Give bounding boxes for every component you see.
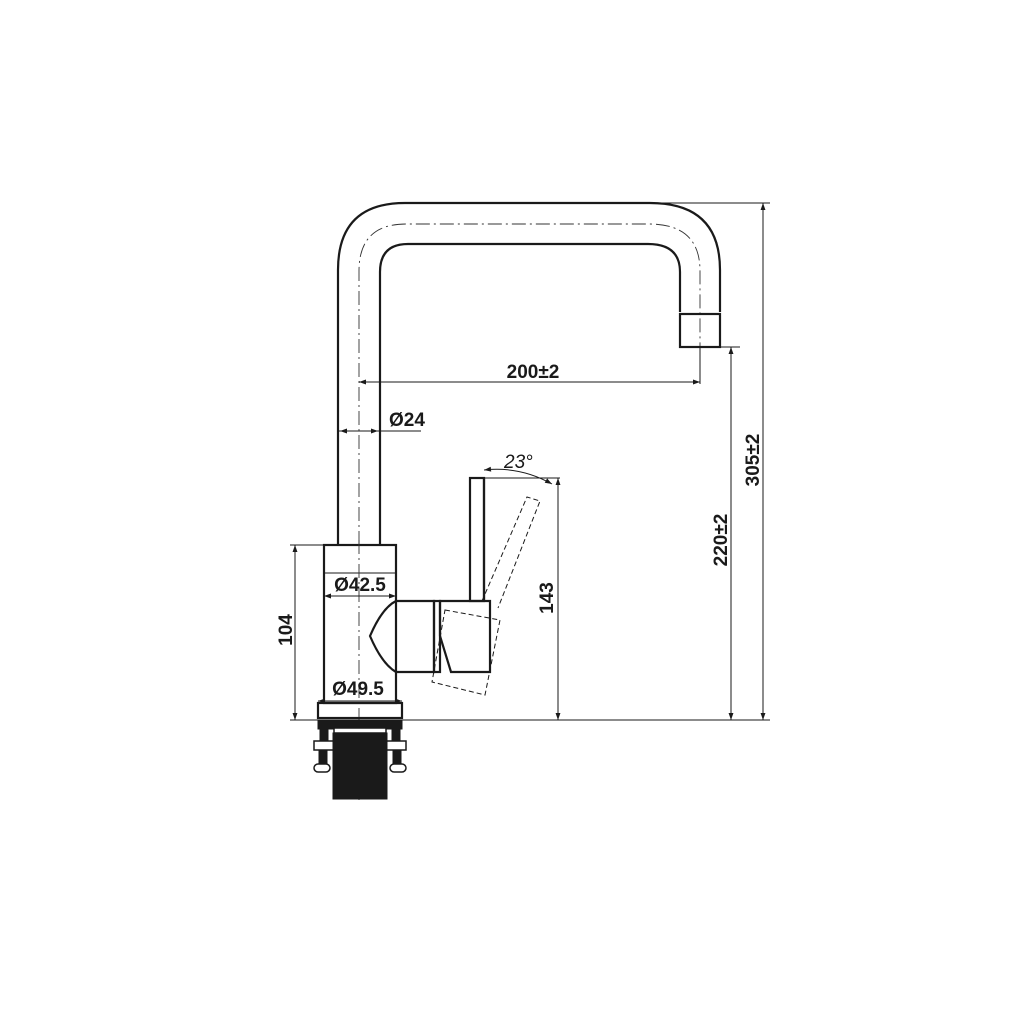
- spout-diameter-label: Ø24: [389, 410, 425, 431]
- dim-body-height: 104: [276, 544, 324, 720]
- body-upper-diameter-label: Ø42.5: [334, 575, 386, 596]
- dim-outlet-height: 220±2: [711, 346, 740, 720]
- mounting-hardware: [313, 720, 407, 800]
- dim-spout-diameter: Ø24: [338, 410, 425, 434]
- dim-body-upper-diameter: Ø42.5: [324, 575, 396, 599]
- spout-reach-label: 200±2: [507, 362, 560, 383]
- dim-body-base-diameter: Ø49.5: [318, 679, 402, 704]
- body-base-diameter-label: Ø49.5: [332, 679, 384, 700]
- dim-lever-height: 143: [537, 478, 561, 720]
- outlet-height-label: 220±2: [711, 514, 732, 567]
- dim-spout-reach: 200±2: [359, 348, 701, 385]
- lever-angle-label: 23°: [503, 452, 533, 473]
- dim-lever-angle: 23°: [483, 452, 560, 485]
- lever-height-label: 143: [537, 582, 558, 614]
- total-height-label: 305±2: [743, 434, 764, 487]
- body-height-label: 104: [276, 614, 297, 646]
- dim-total-height: 305±2: [650, 202, 770, 720]
